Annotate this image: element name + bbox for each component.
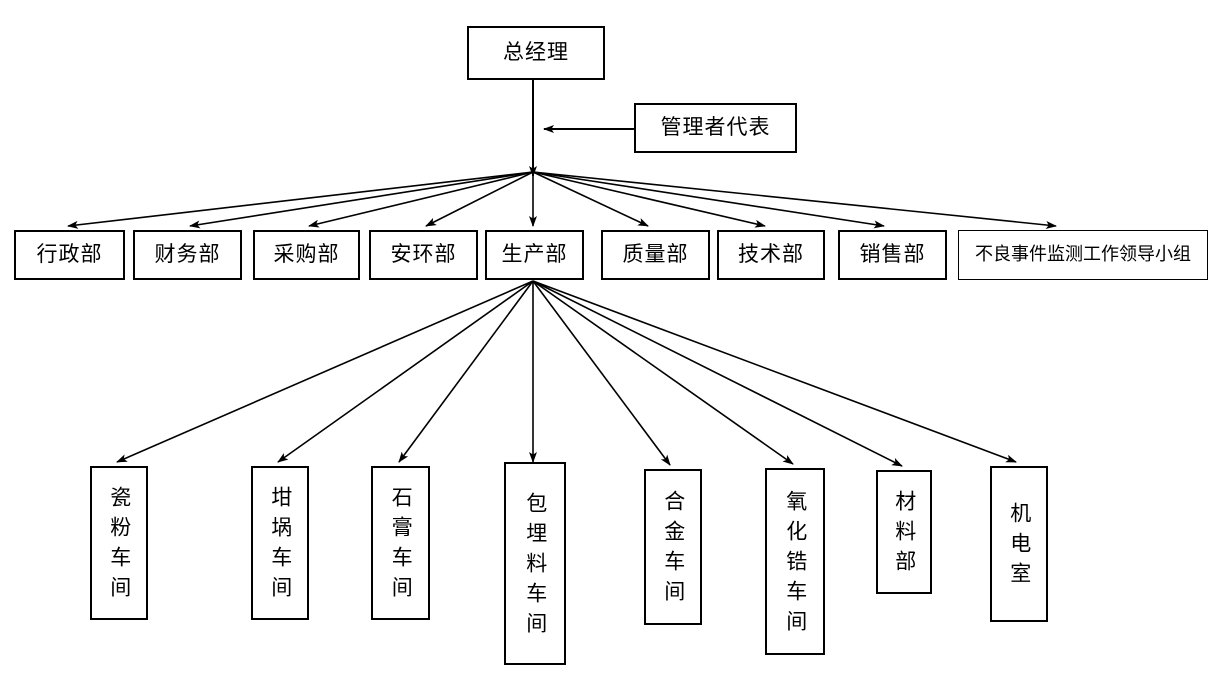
edge-hub-to-dept-0 [67, 171, 534, 229]
node-general-manager[interactable]: 总经理 [467, 26, 605, 80]
edge-hub-to-dept-3 [425, 171, 534, 227]
node-workshop-gypsum-label: 石膏车间 [389, 486, 414, 606]
node-management-representative[interactable]: 管理者代表 [634, 103, 797, 153]
node-electromechanical-room-label: 机电室 [1007, 502, 1032, 592]
node-workshop-gypsum[interactable]: 石膏车间 [371, 466, 430, 620]
edge-hub-to-dept-2 [308, 171, 534, 228]
node-department-administration[interactable]: 行政部 [14, 230, 125, 280]
node-management-representative-label: 管理者代表 [660, 115, 771, 140]
node-department-finance-label: 财务部 [154, 242, 221, 267]
node-department-purchasing-label: 采购部 [273, 242, 340, 267]
node-department-materials-label: 材料部 [892, 490, 917, 580]
edge-production-to-workshop-1 [277, 280, 534, 463]
edge-hub-to-dept-1 [189, 171, 534, 229]
node-workshop-investment-material-label: 包埋料车间 [523, 491, 548, 642]
edge-production-to-workshop-0 [116, 280, 534, 463]
node-department-adverse-event-monitoring-group[interactable]: 不良事件监测工作领导小组 [958, 230, 1208, 280]
node-department-technology[interactable]: 技术部 [717, 230, 825, 280]
node-department-quality-label: 质量部 [622, 242, 689, 267]
edge-hub-to-dept-7 [532, 171, 885, 229]
node-department-technology-label: 技术部 [738, 242, 804, 267]
edge-production-to-workshop-7 [532, 280, 1017, 463]
edge-production-to-workshop-4 [532, 280, 671, 466]
node-department-adverse-event-monitoring-group-label: 不良事件监测工作领导小组 [975, 243, 1191, 265]
edge-production-to-workshop-5 [532, 280, 794, 465]
node-department-sales-label: 销售部 [859, 242, 926, 267]
node-department-production-label: 生产部 [501, 242, 568, 267]
node-general-manager-label: 总经理 [503, 40, 569, 65]
edge-hub-to-dept-8 [532, 171, 1057, 229]
node-workshop-porcelain-powder-label: 瓷粉车间 [107, 486, 132, 606]
node-workshop-porcelain-powder[interactable]: 瓷粉车间 [90, 466, 148, 620]
node-workshop-crucible-label: 坩埚车间 [268, 486, 293, 606]
node-department-safety-environment[interactable]: 安环部 [369, 230, 478, 280]
edge-hub-to-dept-5 [532, 171, 649, 227]
node-department-quality[interactable]: 质量部 [601, 230, 710, 280]
node-department-finance[interactable]: 财务部 [133, 230, 242, 280]
edge-hub-to-dept-6 [532, 171, 766, 228]
node-electromechanical-room[interactable]: 机电室 [990, 466, 1048, 622]
node-department-administration-label: 行政部 [36, 242, 103, 267]
node-workshop-alloy-label: 合金车间 [661, 490, 686, 610]
node-department-sales[interactable]: 销售部 [838, 230, 947, 280]
node-workshop-zirconia[interactable]: 氧化锆车间 [765, 468, 825, 655]
node-department-safety-environment-label: 安环部 [390, 242, 457, 267]
node-department-production[interactable]: 生产部 [485, 230, 584, 280]
node-workshop-investment-material[interactable]: 包埋料车间 [504, 462, 566, 665]
edge-production-to-workshop-2 [398, 280, 534, 463]
node-department-purchasing[interactable]: 采购部 [253, 230, 360, 280]
node-workshop-crucible[interactable]: 坩埚车间 [251, 466, 309, 620]
node-workshop-zirconia-label: 氧化锆车间 [783, 489, 808, 640]
node-workshop-alloy[interactable]: 合金车间 [644, 469, 702, 625]
node-department-materials[interactable]: 材料部 [876, 470, 932, 594]
edge-production-to-workshop-6 [532, 280, 903, 467]
